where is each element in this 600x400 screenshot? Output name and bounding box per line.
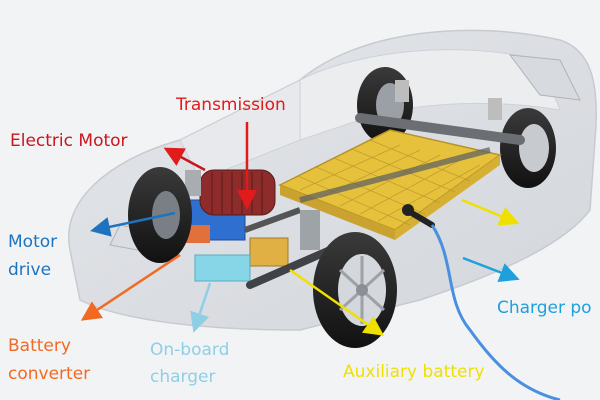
label-onboard-charger: On-board charger [150, 340, 230, 387]
arrow-battery-converter [80, 253, 181, 321]
arrow-onboard-charger [190, 282, 212, 333]
label-transmission: Transmission [176, 95, 286, 115]
rear-wheels [355, 67, 556, 188]
label-electric-motor: Electric Motor [10, 131, 128, 151]
label-motor-drive: Motor drive [8, 232, 58, 280]
arrow-electric-motor [163, 147, 206, 172]
arrow-yellow-pack [461, 198, 520, 226]
charger-cable [402, 204, 561, 400]
arrow-auxiliary-battery [289, 268, 385, 336]
label-charger-port: Charger po [497, 298, 592, 318]
arrow-motor-drive [90, 211, 176, 237]
label-battery-converter: Battery converter [8, 336, 91, 384]
arrow-charger-port [462, 256, 520, 282]
label-auxiliary-battery: Auxiliary battery [343, 362, 485, 382]
